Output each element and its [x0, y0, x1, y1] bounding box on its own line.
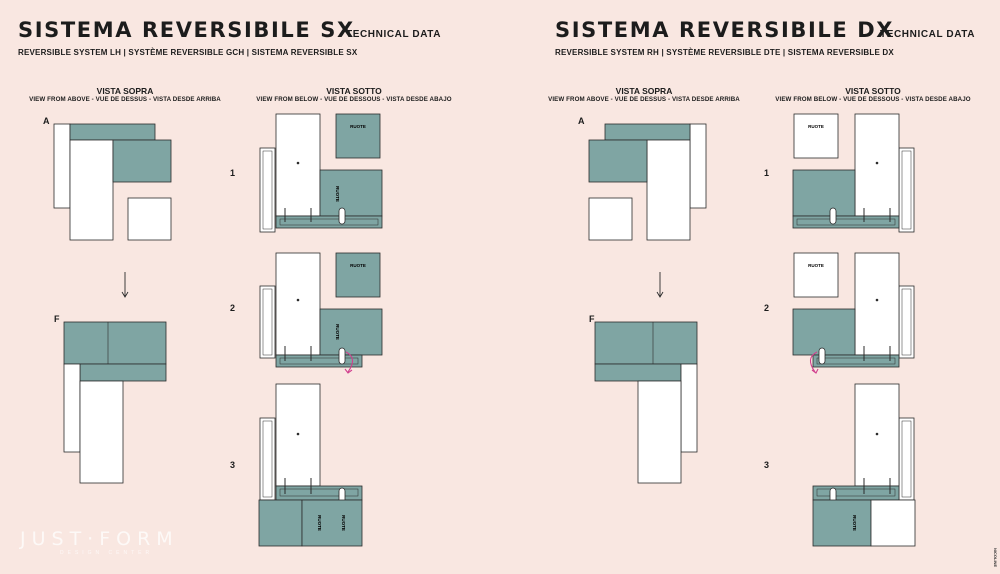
module-back	[680, 363, 698, 453]
system-rh-panel: SISTEMA REVERSIBILE DX TECHNICAL DATA RE…	[537, 0, 1000, 574]
config-a-label: A	[578, 116, 585, 126]
module-seat	[637, 380, 682, 484]
wheel-label: RUOTE	[852, 515, 857, 531]
wheel-label: RUOTE	[350, 124, 366, 129]
wheel-label: RUOTE	[335, 324, 340, 340]
technical-data-label: TECHNICAL DATA	[880, 29, 976, 40]
config-f-label: F	[54, 314, 60, 324]
view-below-header: VISTA SOTTO VIEW FROM BELOW - VUE DE DES…	[240, 86, 468, 103]
system-lh-panel: SISTEMA REVERSIBILE SX TECHNICAL DATA RE…	[14, 18, 468, 547]
view-below-title: VISTA SOTTO	[845, 86, 901, 96]
page-title: SISTEMA REVERSIBILE SX	[18, 18, 355, 42]
diagram-lh: RUOTE RUOTE RUOTE RUOTE	[53, 113, 383, 547]
step-1-diagram	[259, 113, 383, 233]
step-3-label: 3	[764, 460, 770, 470]
module-arm	[79, 363, 167, 382]
step-3-diagram	[812, 383, 916, 547]
module-backrest	[604, 123, 691, 141]
config-a-label: A	[43, 116, 50, 126]
page-title: SISTEMA REVERSIBILE DX	[555, 18, 895, 42]
step-3-diagram	[258, 383, 363, 547]
technical-data-label: TECHNICAL DATA	[346, 29, 442, 40]
step-1-diagram	[792, 113, 915, 233]
wheel-label: RUOTE	[317, 515, 322, 531]
module-arm	[594, 363, 682, 382]
module-backrest	[594, 321, 698, 365]
view-above-title: VISTA SOPRA	[96, 86, 154, 96]
wheel-label: RUOTE	[808, 124, 824, 129]
step-1-label: 1	[230, 168, 236, 178]
transform-arrow-head	[121, 291, 129, 298]
corner-credit: NICOLINE	[993, 548, 998, 568]
wheel-label: RUOTE	[350, 263, 366, 268]
view-above-subtitle: VIEW FROM ABOVE - VUE DE DESSUS - VISTA …	[548, 96, 740, 103]
module-seat	[646, 139, 691, 241]
view-above-header: VISTA SOPRA VIEW FROM ABOVE - VUE DE DES…	[533, 86, 755, 103]
view-below-subtitle: VIEW FROM BELOW - VUE DE DESSOUS - VISTA…	[256, 96, 452, 103]
view-below-title: VISTA SOTTO	[326, 86, 382, 96]
module-pouf	[127, 197, 172, 241]
step-1-label: 1	[764, 168, 770, 178]
view-below-subtitle: VIEW FROM BELOW - VUE DE DESSOUS - VISTA…	[775, 96, 971, 103]
module-back	[63, 363, 81, 453]
subtitle: REVERSIBLE SYSTEM RH | SYSTÈME REVERSIBL…	[555, 48, 894, 57]
module-back	[53, 123, 71, 209]
view-above-header: VISTA SOPRA VIEW FROM ABOVE - VUE DE DES…	[14, 86, 236, 103]
module-chaise	[112, 139, 172, 183]
config-f-label: F	[589, 314, 595, 324]
subtitle: REVERSIBLE SYSTEM LH | SYSTÈME REVERSIBL…	[18, 48, 358, 57]
wheel-label: RUOTE	[335, 186, 340, 202]
module-backrest	[63, 321, 167, 365]
step-3-label: 3	[230, 460, 236, 470]
module-seat	[79, 380, 124, 484]
module-chaise	[588, 139, 648, 183]
brand-watermark: JUST·FORM	[20, 528, 179, 550]
module-seat	[69, 139, 114, 241]
view-above-title: VISTA SOPRA	[615, 86, 673, 96]
diagram-rh: RUOTE RUOTE	[588, 113, 916, 547]
transform-arrow-head	[656, 291, 664, 298]
brand-tagline: DESIGN CENTER	[60, 550, 154, 556]
wheel-label: RUOTE	[808, 263, 824, 268]
module-pouf	[588, 197, 633, 241]
wheel-label: RUOTE	[341, 515, 346, 531]
module-back	[689, 123, 707, 209]
module-backrest	[69, 123, 156, 141]
step-2-label: 2	[230, 303, 236, 313]
step-2-label: 2	[764, 303, 770, 313]
step-2-diagram	[259, 252, 383, 374]
view-below-header: VISTA SOTTO VIEW FROM BELOW - VUE DE DES…	[759, 86, 987, 103]
view-above-subtitle: VIEW FROM ABOVE - VUE DE DESSUS - VISTA …	[29, 96, 221, 103]
step-2-diagram	[792, 252, 915, 374]
